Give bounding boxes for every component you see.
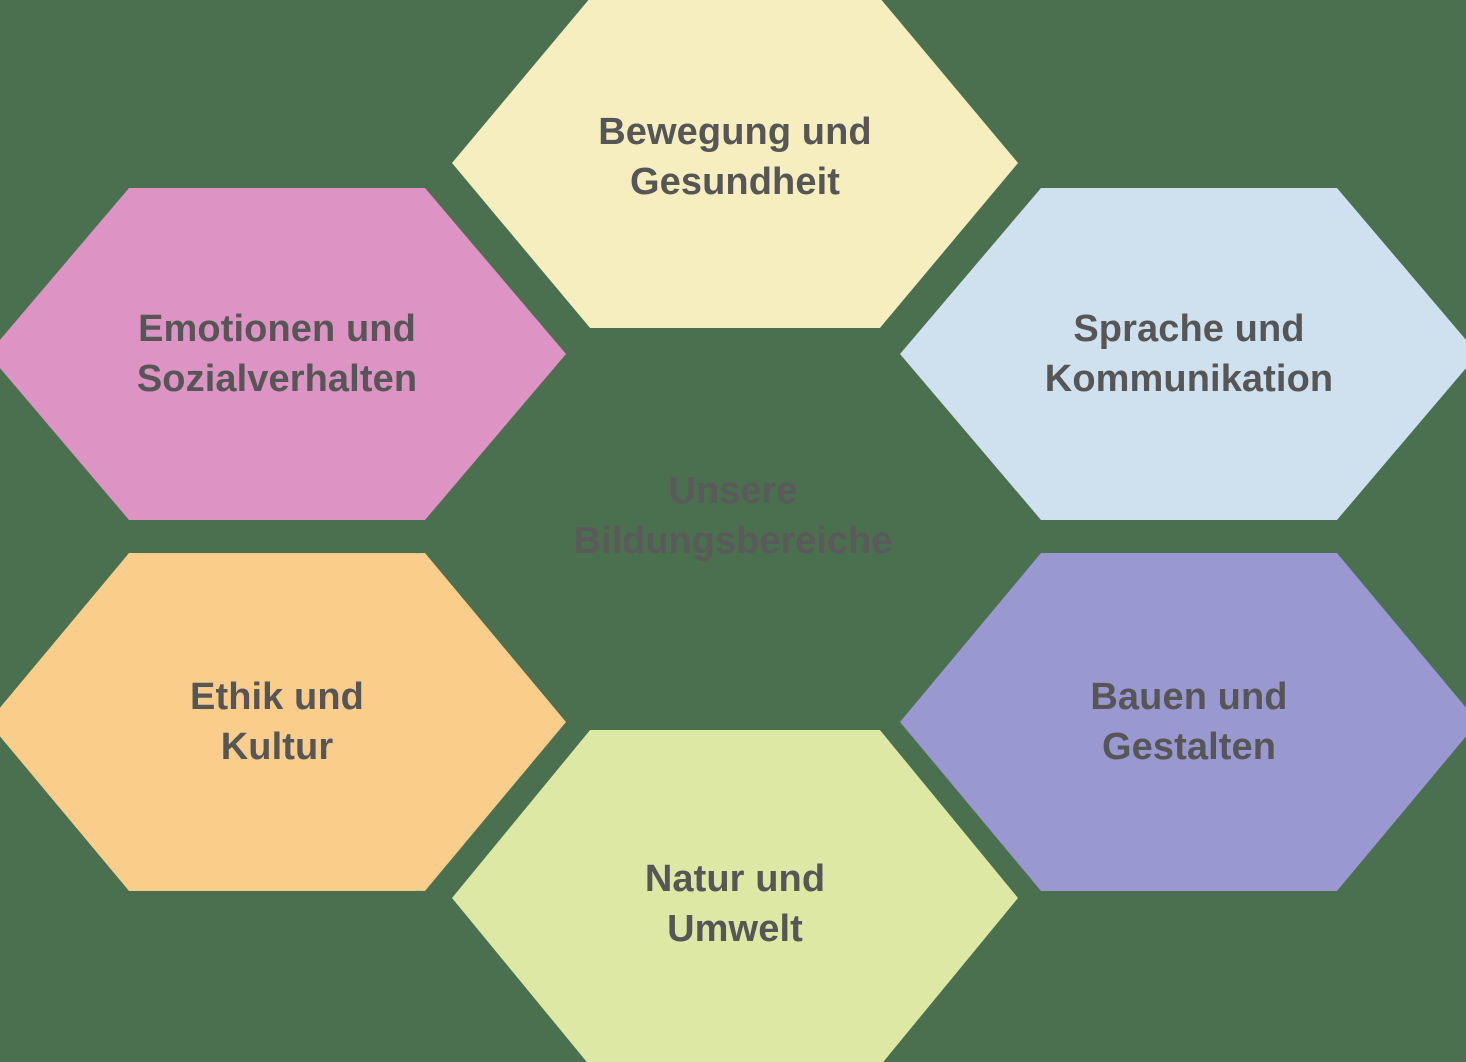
hexagon-bauen-und-gestalten[interactable]: Bauen und Gestalten xyxy=(900,553,1466,891)
hexagon-label-sprache-und-kommunikation: Sprache und Kommunikation xyxy=(1044,307,1334,400)
hexagon-natur-und-umwelt[interactable]: Natur und Umwelt xyxy=(452,730,1018,1062)
hexagon-label-emotionen-und-sozialverhalten: Emotionen und Sozialverhalten xyxy=(136,307,418,400)
hexagon-bewegung-und-gesundheit[interactable]: Bewegung und Gesundheit xyxy=(452,0,1018,328)
hexagon-label-bewegung-und-gesundheit: Bewegung und Gesundheit xyxy=(598,110,872,203)
hexagon-label-natur-und-umwelt: Natur und Umwelt xyxy=(644,857,826,950)
hexagon-sprache-und-kommunikation[interactable]: Sprache und Kommunikation xyxy=(900,188,1466,520)
hexagon-ethik-und-kultur[interactable]: Ethik und Kultur xyxy=(0,553,566,891)
hexagon-label-bauen-und-gestalten: Bauen und Gestalten xyxy=(1090,675,1288,768)
hexagon-emotionen-und-sozialverhalten[interactable]: Emotionen und Sozialverhalten xyxy=(0,188,566,520)
diagram-center-caption: Unsere Bildungsbereiche xyxy=(573,470,893,563)
hexagon-label-ethik-und-kultur: Ethik und Kultur xyxy=(190,675,364,768)
